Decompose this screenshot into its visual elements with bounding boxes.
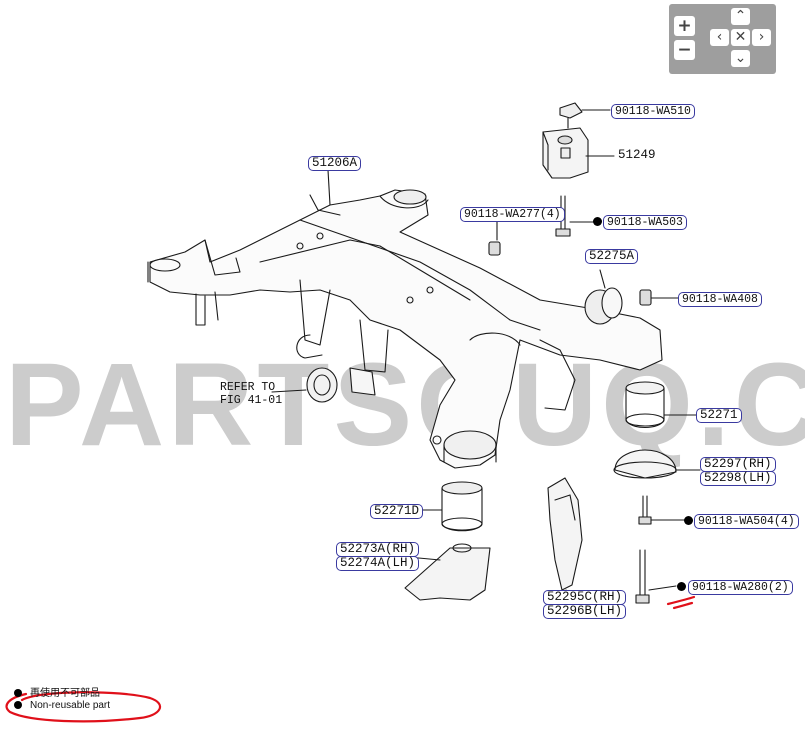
callout-52295c-rh[interactable]: 52295C(RH): [543, 590, 627, 605]
callout-90118-wa408[interactable]: 90118-WA408: [678, 292, 762, 307]
reset-view-button[interactable]: ✕: [731, 29, 750, 46]
red-annotations: [5, 595, 696, 723]
collar-90118-wa408: [639, 289, 679, 306]
callout-52271[interactable]: 52271: [696, 408, 742, 423]
callout-90118-wa510[interactable]: 90118-WA510: [611, 104, 695, 119]
zoom-pan-panel: + − ⌃ ‹ ✕ › ⌄: [669, 4, 776, 74]
bushing-52275a: [584, 269, 623, 325]
fig-reference-label[interactable]: FIG 41-01: [220, 394, 283, 407]
callout-52271d[interactable]: 52271D: [370, 504, 424, 519]
refer-to-label: REFER TO: [220, 381, 276, 394]
callout-52275a[interactable]: 52275A: [585, 249, 639, 264]
non-reusable-dot: [593, 217, 602, 226]
stopper-52271d: [413, 481, 483, 532]
legend-dot: [14, 689, 22, 697]
plate-52295c: [547, 477, 583, 597]
watermark: PARTSOUQ.CO: [5, 340, 805, 470]
legend-text-japanese: 再使用不可部品: [30, 688, 100, 699]
callout-90118-wa280[interactable]: 90118-WA280(2): [688, 580, 793, 595]
pan-right-button[interactable]: ›: [752, 29, 771, 46]
pan-left-button[interactable]: ‹: [710, 29, 729, 46]
stopper-52271: [625, 381, 697, 429]
callout-52297-rh[interactable]: 52297(RH): [700, 457, 776, 472]
legend-row-english: Non-reusable part: [14, 700, 110, 711]
non-reusable-dot: [684, 516, 693, 525]
callout-90118-wa277[interactable]: 90118-WA277(4): [460, 207, 565, 222]
legend-row-japanese: 再使用不可部品: [14, 684, 100, 699]
zoom-in-button[interactable]: +: [674, 16, 695, 36]
collar-90118-wa277: [488, 241, 501, 256]
callout-90118-wa504[interactable]: 90118-WA504(4): [694, 514, 799, 529]
legend-dot: [14, 701, 22, 709]
callout-51249[interactable]: 51249: [618, 148, 656, 162]
callout-52296b-lh[interactable]: 52296B(LH): [543, 604, 627, 619]
pan-up-button[interactable]: ⌃: [731, 8, 750, 25]
non-reusable-dot: [677, 582, 686, 591]
legend-text-english: Non-reusable part: [30, 700, 111, 711]
pan-down-button[interactable]: ⌄: [731, 50, 750, 67]
leader-lines: [327, 109, 615, 241]
callout-51206a[interactable]: 51206A: [308, 156, 362, 171]
callout-52273a-rh[interactable]: 52273A(RH): [336, 542, 420, 557]
callout-52298-lh[interactable]: 52298(LH): [700, 471, 776, 486]
mount-bracket-51249: [542, 102, 589, 179]
bolt-90118-wa280: [635, 549, 677, 604]
callout-90118-wa503[interactable]: 90118-WA503: [603, 215, 687, 230]
crossmember-frame: [147, 189, 663, 469]
bolt-90118-wa504: [638, 495, 685, 525]
bushing-refer-fig: [271, 367, 376, 403]
cup-52297-52298: [613, 449, 701, 479]
zoom-out-button[interactable]: −: [674, 40, 695, 60]
callout-52274a-lh[interactable]: 52274A(LH): [336, 556, 420, 571]
